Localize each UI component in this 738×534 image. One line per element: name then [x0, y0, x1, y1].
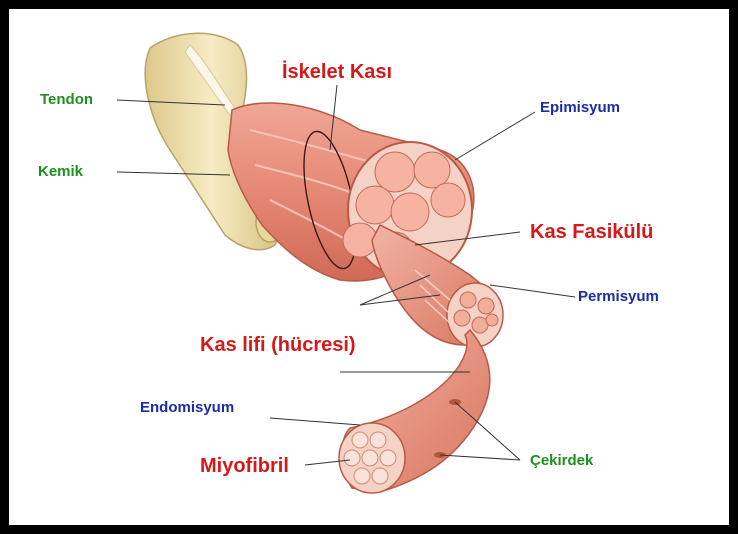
label-permisyum: Permisyum — [578, 289, 659, 304]
label-kemik: Kemik — [38, 164, 83, 179]
label-endomisyum: Endomisyum — [140, 400, 234, 415]
label-tendon: Tendon — [40, 92, 93, 107]
muscle-fiber — [339, 330, 490, 493]
label-kas-fasikulu: Kas Fasikülü — [530, 222, 653, 242]
leader-permisyum — [490, 285, 575, 297]
leader-epimisyum — [455, 112, 535, 160]
label-miyofibril: Miyofibril — [200, 456, 289, 476]
label-iskelet-kasi: İskelet Kası — [282, 62, 392, 82]
label-kas-lifi: Kas lifi (hücresi) — [200, 335, 356, 355]
label-epimisyum: Epimisyum — [540, 100, 620, 115]
leader-cekirdek-2 — [440, 455, 520, 460]
leader-endomisyum — [270, 418, 360, 425]
label-cekirdek: Çekirdek — [530, 453, 593, 468]
